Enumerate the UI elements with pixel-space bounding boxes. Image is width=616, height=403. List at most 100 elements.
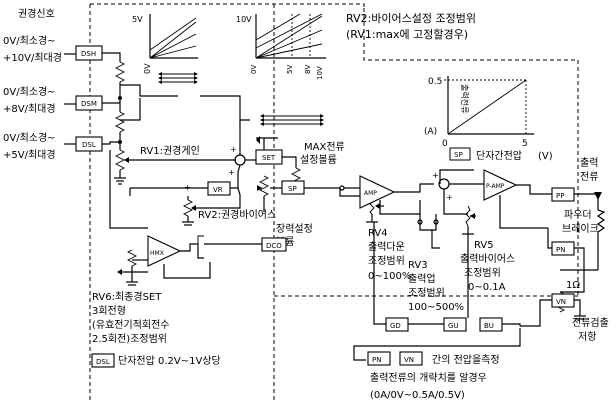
measure-line2: 출력전류의 개략치를 알경우 <box>370 371 487 384</box>
measure-line3: (0A/0V~0.5A/0.5V) <box>370 390 465 401</box>
input1-line2: +10V/최대경 <box>3 51 62 64</box>
svg-text:0V: 0V <box>250 65 258 74</box>
rv4-line4: 0~100% <box>368 271 411 282</box>
max-current-line1: MAX전류 <box>304 141 345 153</box>
input3-line1: 0V/최소경~ <box>3 131 56 144</box>
svg-text:SP: SP <box>454 151 463 159</box>
ohm-label: 1Ω <box>566 280 580 291</box>
rv5-line3: 조정범위 <box>464 266 501 279</box>
hmx-block <box>147 235 182 267</box>
svg-text:+: + <box>228 168 235 177</box>
dsl-label: DSL <box>82 141 96 149</box>
sp-mini-terminal <box>449 147 471 161</box>
p-amp-block <box>483 169 518 201</box>
rv4-line2: 출력다운 <box>368 241 405 253</box>
input3-line2: +5V/최대경 <box>3 148 56 161</box>
resistor-rv2 <box>182 199 194 217</box>
graph-1-arrows <box>158 72 198 84</box>
sum-junction-1 <box>234 154 246 166</box>
rv2-label: RV2:권경바이어스 <box>198 208 276 221</box>
powder-brake-coil <box>596 209 606 233</box>
output-current-line2: 전류 <box>580 171 598 183</box>
output-current-line1: 출력 <box>580 157 598 169</box>
dsh-label: DSH <box>81 50 96 58</box>
graph-output-current: 0.5 0 5 (A) 출력전류 <box>424 76 534 149</box>
svg-text:SET: SET <box>262 154 276 162</box>
rv1-label: RV1:권경게인 <box>140 144 200 157</box>
svg-text:AMP: AMP <box>364 190 377 197</box>
svg-text:BU: BU <box>484 322 494 330</box>
svg-text:HMX: HMX <box>150 250 164 257</box>
resistor-rv6 <box>126 249 138 267</box>
rv2-range-line2: (RV1:max에 고정할경우) <box>346 28 468 41</box>
resistor-tension <box>258 175 270 197</box>
rv3-line1: RV3 <box>408 260 428 271</box>
rv4-line1: RV4 <box>368 228 388 239</box>
svg-text:(A): (A) <box>424 127 437 137</box>
graph-2-arrows <box>260 114 324 126</box>
powder-brake-line2: 브레이크 <box>562 223 599 235</box>
svg-text:PN: PN <box>372 356 381 364</box>
dsl-note-terminal <box>91 353 115 368</box>
rv5-line4: 0~0.1A <box>468 282 506 293</box>
rv6-line4: 2.5회전)조정범위 <box>92 332 167 345</box>
svg-text:0: 0 <box>442 139 448 149</box>
graph-5v: 5V 0V <box>132 14 198 74</box>
rv6-line2: 3회전형 <box>92 305 126 317</box>
svg-text:0V: 0V <box>143 63 152 74</box>
svg-text:PN: PN <box>556 246 565 254</box>
svg-text:SP: SP <box>288 185 297 193</box>
powder-brake-line1: 파우더 <box>564 209 592 221</box>
vn-note-terminal <box>399 351 423 366</box>
svg-text:5V: 5V <box>286 65 294 74</box>
resistor-rv1 <box>114 149 126 171</box>
amp-block <box>359 175 396 209</box>
rv2-range-line1: RV2:바이어스설정 조정범위 <box>346 12 476 25</box>
svg-text:DSL: DSL <box>96 358 110 366</box>
svg-text:+: + <box>446 193 453 202</box>
graph-10v: 10V 0V 5V 8V 10V <box>236 13 326 80</box>
svg-text:0.5: 0.5 <box>428 77 442 87</box>
rv3-line2: 출력업 <box>408 272 436 285</box>
graph3-caption: 단자간전압 <box>476 149 522 162</box>
svg-text:DCO: DCO <box>266 242 282 250</box>
rv5-line1: RV5 <box>474 240 494 251</box>
input2-line1: 0V/최소경~ <box>3 85 56 98</box>
pn-note-terminal <box>367 351 391 366</box>
input1-line1: 0V/최소경~ <box>3 34 56 47</box>
graph3-caption-unit: (V) <box>538 151 553 162</box>
svg-text:10V: 10V <box>236 15 252 24</box>
svg-text:+: + <box>230 145 237 154</box>
rv3-line4: 100~500% <box>408 302 464 313</box>
svg-text:VR: VR <box>213 186 223 194</box>
enclosure-top <box>90 3 365 8</box>
input-title: 권경신호 <box>18 7 55 20</box>
rv3-line3: 조정범위 <box>408 286 445 299</box>
svg-text:출력전류: 출력전류 <box>460 84 470 113</box>
rv4-line3: 조정범위 <box>368 254 405 267</box>
svg-text:5V: 5V <box>132 15 143 24</box>
svg-text:GD: GD <box>390 322 401 330</box>
resistor-rv5 <box>465 205 471 227</box>
svg-text:8V: 8V <box>304 65 312 74</box>
dco-terminal <box>261 237 287 252</box>
svg-text:GU: GU <box>448 322 459 330</box>
rv6-line1: RV6:최종경SET <box>92 290 162 303</box>
svg-text:+: + <box>184 183 191 192</box>
input2-line2: +8V/최대경 <box>3 102 56 115</box>
svg-text:10V: 10V <box>316 66 324 80</box>
max-current-line2: 설정볼륨 <box>300 154 337 166</box>
rv5-line2: 출력바이어스 <box>460 253 515 265</box>
tension-line1: 장력설정 <box>276 223 313 235</box>
dsl-note: 단자전압 0.2V~1V상당 <box>118 354 221 367</box>
measure-mid: 간의 전압을측정 <box>432 353 500 366</box>
svg-text:VN: VN <box>556 298 566 306</box>
svg-text:+: + <box>432 171 439 180</box>
rv6-line3: (유효전기적회전수 <box>92 319 170 331</box>
detect-res-line1: 전류검출 <box>572 317 609 329</box>
dsm-label: DSM <box>81 100 97 108</box>
svg-text:P-AMP: P-AMP <box>486 183 505 190</box>
resistor-r1 <box>114 61 126 83</box>
detect-res-line2: 저항 <box>578 331 596 343</box>
